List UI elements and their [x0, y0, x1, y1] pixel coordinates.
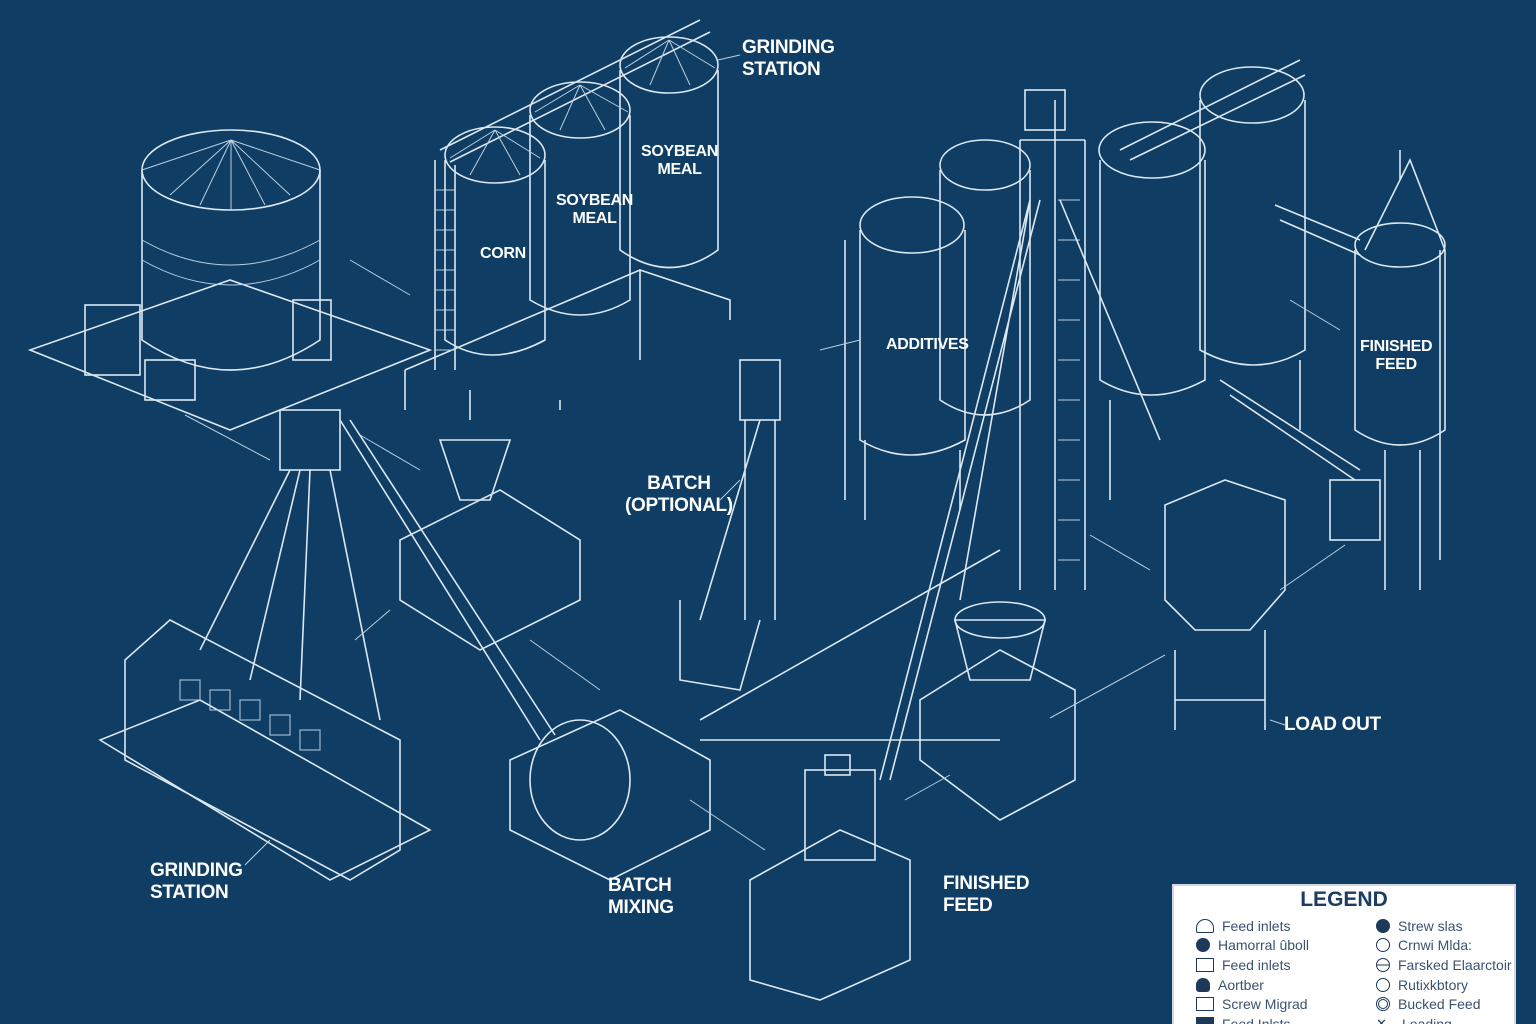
legend-item-label: Rutixkbtory: [1398, 976, 1469, 993]
legend-item-label: Strew slas: [1398, 917, 1463, 934]
legend-item: Aortber: [1196, 975, 1309, 995]
grinding-station-machine: [98, 619, 432, 881]
legend-item-label: Farsked Elaarctoir: [1398, 956, 1512, 973]
label-additives: ADDITIVES: [886, 336, 969, 353]
legend-item-label: Crnwi Mlda:: [1398, 937, 1472, 954]
dome-outline-icon: [1196, 918, 1214, 933]
square-filled-icon: [1196, 1016, 1214, 1024]
hammer-mill: [399, 439, 581, 651]
legend-title: LEGEND: [1300, 888, 1388, 911]
legend-item-label: Hamorral ûboll: [1218, 937, 1310, 954]
legend-item-label: Screw Migrad: [1222, 996, 1308, 1013]
label-grinding-station-top: GRINDING STATION: [742, 37, 835, 80]
ingredient-silos: [404, 19, 731, 420]
legend-item-label: Feed inlets: [1222, 956, 1291, 973]
plus-circle-filled-icon: [1196, 938, 1210, 953]
legend-item: Farsked Elaarctoir: [1376, 955, 1512, 975]
additive-silos: [844, 59, 1446, 590]
legend-item: Crnwi Mlda:: [1376, 936, 1512, 956]
legend-item: Feed inlets: [1196, 916, 1309, 936]
circle-bar-icon: [1376, 957, 1390, 972]
legend-item-label: Bucked Feed: [1398, 996, 1481, 1013]
legend-item: Strew slas: [1376, 916, 1512, 936]
square-outline-icon: [1196, 997, 1214, 1012]
batch-mixer: [509, 600, 761, 881]
legend-item: Bucked Feed: [1376, 994, 1512, 1014]
pellet-mill: [749, 754, 911, 1001]
label-batch-mixing: BATCH MIXING: [608, 875, 674, 918]
legend-item-label: Feed Inlsts: [1222, 1015, 1291, 1024]
circle-line-icon: [1376, 938, 1390, 953]
legend-item-label: Aortber: [1218, 976, 1264, 993]
square-outline-icon: [1196, 957, 1214, 972]
label-corn: CORN: [480, 245, 526, 262]
large-storage-silo: [27, 129, 433, 431]
legend-item: Feed Inlsts: [1196, 1014, 1309, 1024]
legend-item: ✕ Loading: [1376, 1014, 1512, 1024]
flow-arrows: [184, 259, 1346, 851]
cooler: [919, 601, 1076, 821]
circle-filled-icon: [1376, 918, 1390, 933]
dome-filled-icon: [1196, 977, 1210, 992]
leader-lines: [244, 54, 1286, 866]
circle-cross-icon: [1376, 977, 1390, 992]
x-mark-icon: ✕: [1376, 1015, 1387, 1024]
circle-dot-icon: [1376, 997, 1390, 1012]
legend-item: Hamorral ûboll: [1196, 936, 1309, 956]
legend-item: Feed inlets: [1196, 955, 1309, 975]
legend-item: Screw Migrad: [1196, 994, 1309, 1014]
label-load-out: LOAD OUT: [1284, 714, 1381, 735]
label-soybean-meal-2: SOYBEAN MEAL: [641, 143, 719, 178]
label-soybean-meal-1: SOYBEAN MEAL: [556, 192, 634, 227]
label-finished-feed-bottom: FINISHED FEED: [943, 873, 1030, 916]
legend-item-label: Feed inlets: [1222, 917, 1291, 934]
label-grinding-station-bottom: GRINDING STATION: [150, 860, 243, 903]
legend-item-label: Loading: [1402, 1015, 1452, 1024]
legend-item: Rutixkbtory: [1376, 975, 1512, 995]
label-finished-feed-silo: FINISHED FEED: [1360, 338, 1433, 373]
load-out-bin: [1164, 479, 1381, 730]
bucket-elevators: [199, 199, 1161, 781]
label-batch-optional: BATCH (OPTIONAL): [625, 473, 733, 516]
